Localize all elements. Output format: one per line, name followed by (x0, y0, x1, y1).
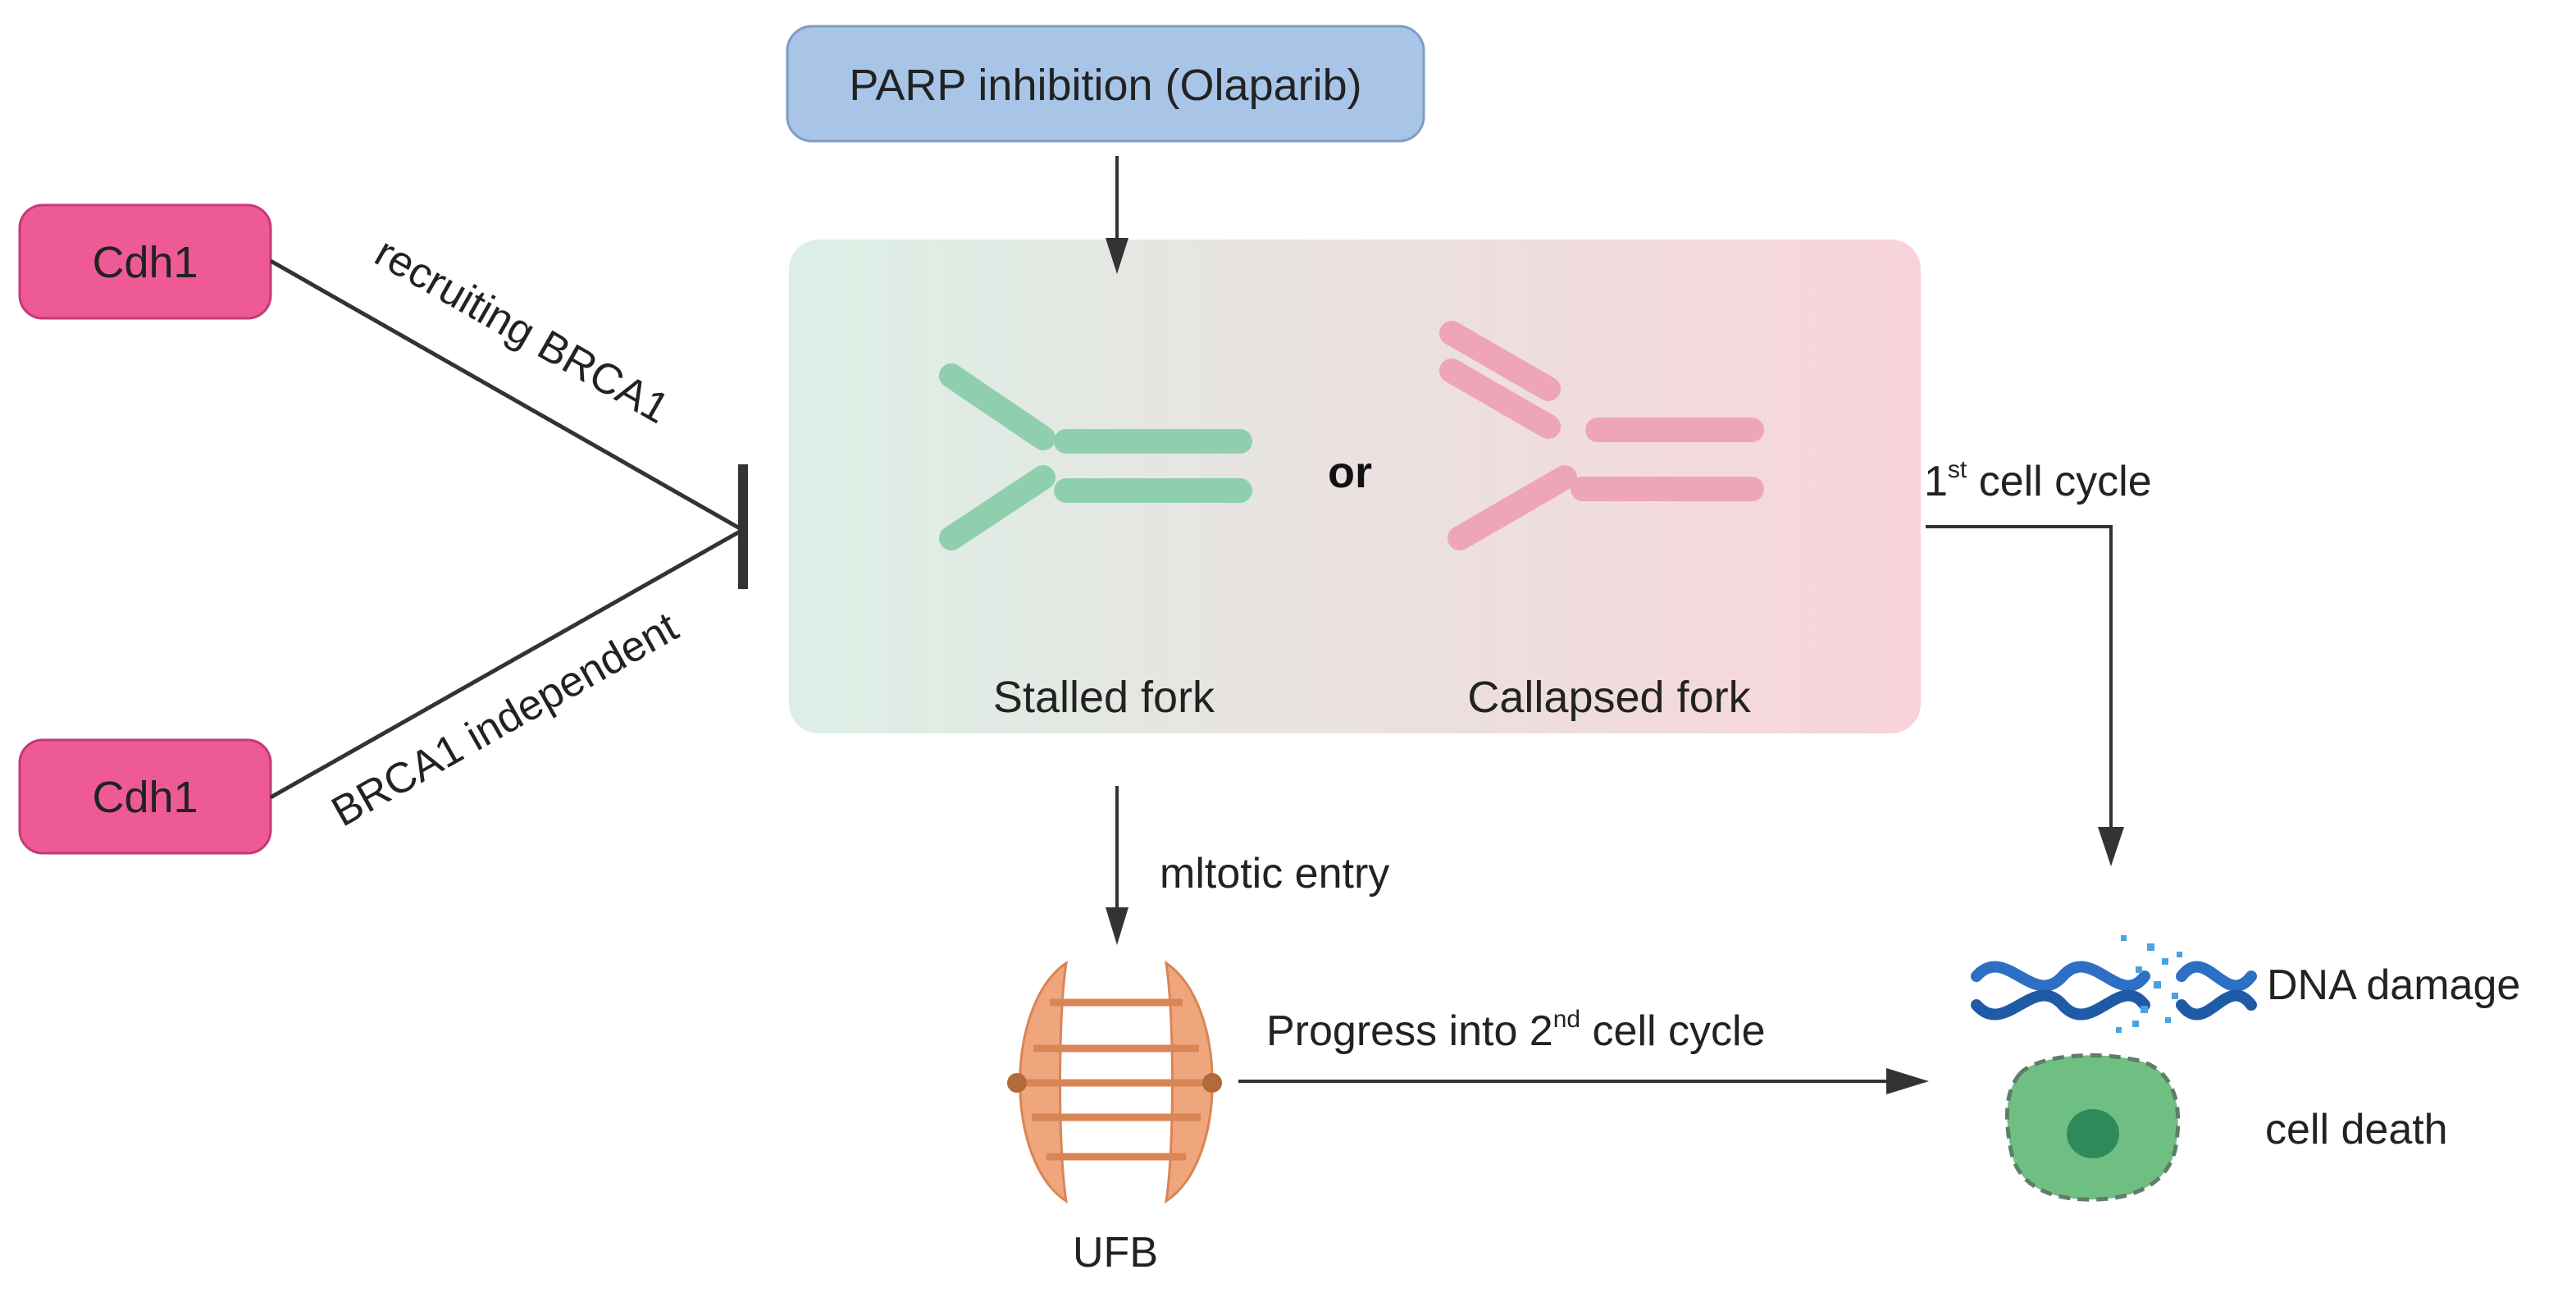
mitotic-entry-label: mltotic entry (1160, 850, 1389, 897)
collapsed-fork-label: Callapsed fork (1467, 673, 1751, 722)
second-cycle-sup: nd (1553, 1006, 1580, 1033)
second-cycle-text: cell cycle (1580, 1007, 1765, 1055)
second-cycle-label: Progress into 2nd cell cycle (1266, 1006, 1766, 1055)
arrow-parp-to-forks (1106, 156, 1128, 274)
fork-panel (789, 240, 1921, 733)
dna-damage-icon (1971, 935, 2257, 1033)
first-cycle-arrow (1926, 525, 2124, 866)
first-cycle-sup: st (1948, 456, 1967, 483)
or-label: or (1328, 448, 1372, 497)
ufb-label: UFB (1073, 1229, 1158, 1276)
mitotic-entry-arrow (1106, 786, 1128, 945)
second-cycle-arrow (1238, 1068, 1929, 1094)
cdh1-top-node[interactable]: Cdh1 (18, 203, 272, 320)
parp-inhibition-label: PARP inhibition (Olaparib) (849, 61, 1361, 110)
cell-death-icon (2004, 1053, 2181, 1202)
second-cycle-num: Progress into 2 (1266, 1007, 1553, 1055)
parp-inhibition-node[interactable]: PARP inhibition (Olaparib) (786, 25, 1425, 143)
brca1-independent-label: BRCA1 independent (324, 603, 686, 836)
cdh1-bottom-label: Cdh1 (92, 773, 198, 822)
stalled-fork-icon (939, 363, 1252, 550)
inhibition-bar (738, 464, 748, 589)
dna-damage-label: DNA damage (2267, 961, 2520, 1009)
ufb-icon (1007, 960, 1222, 1204)
stalled-fork-label: Stalled fork (993, 673, 1215, 722)
first-cycle-label: 1st cell cycle (1924, 456, 2152, 505)
inhibition-line-bottom (269, 529, 741, 800)
cell-death-label: cell death (2265, 1106, 2448, 1153)
cdh1-top-label: Cdh1 (92, 238, 198, 287)
first-cycle-num: 1 (1924, 458, 1948, 505)
inhibition-line-top (269, 258, 741, 531)
first-cycle-text: cell cycle (1967, 458, 2151, 505)
cdh1-bottom-node[interactable]: Cdh1 (18, 738, 272, 855)
collapsed-fork-icon (1439, 321, 1764, 550)
